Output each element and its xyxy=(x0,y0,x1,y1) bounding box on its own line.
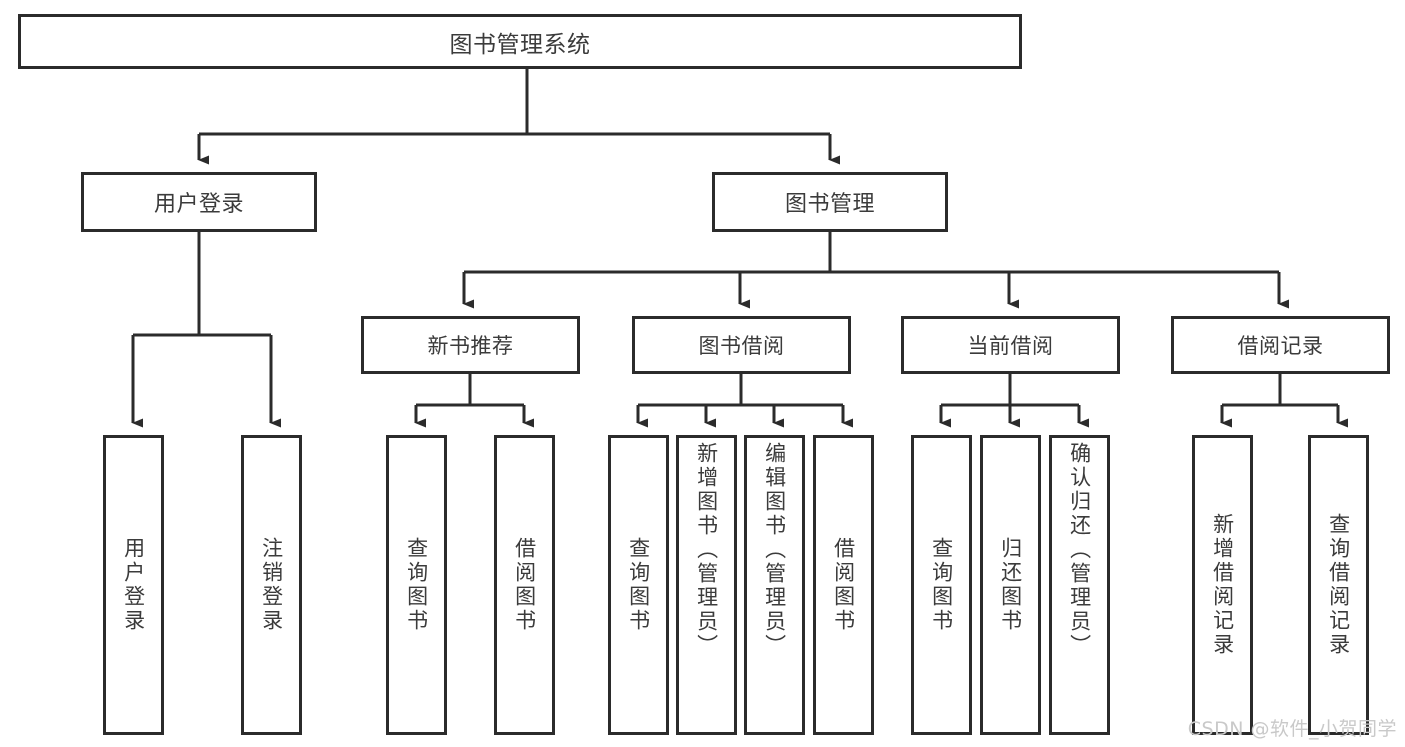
node-label: 借阅图书 xyxy=(512,537,537,633)
leaf-node-query-borrow-record[interactable]: 查询借阅记录 xyxy=(1308,435,1369,735)
leaf-node-add-borrow-record[interactable]: 新增借阅记录 xyxy=(1192,435,1253,735)
node-label: 注销登录 xyxy=(259,537,284,633)
leaf-node-logout-login[interactable]: 注销登录 xyxy=(241,435,302,735)
node-label: 图书管理 xyxy=(784,192,875,217)
node-label: 查询借阅记录 xyxy=(1326,513,1351,657)
node-book-management[interactable]: 图书管理 xyxy=(712,172,948,232)
node-label: 图书管理系统 xyxy=(449,31,591,58)
watermark-text: CSDN @软件_小贺同学 xyxy=(1187,718,1397,740)
node-user-login[interactable]: 用户登录 xyxy=(81,172,317,232)
node-label: 新书推荐 xyxy=(427,334,514,358)
leaf-node-query-book-current[interactable]: 查询图书 xyxy=(911,435,972,735)
node-current-borrow[interactable]: 当前借阅 xyxy=(901,316,1120,374)
node-label: 用户登录 xyxy=(153,192,244,217)
leaf-node-query-book-borrow[interactable]: 查询图书 xyxy=(608,435,669,735)
node-label: 确认归还（管理员） xyxy=(1067,442,1092,658)
node-label: 编辑图书（管理员） xyxy=(762,442,787,658)
node-label: 归还图书 xyxy=(998,537,1023,633)
node-label: 查询图书 xyxy=(404,537,429,633)
leaf-node-add-book-admin[interactable]: 新增图书（管理员） xyxy=(676,435,737,735)
node-label: 新增借阅记录 xyxy=(1210,513,1235,657)
node-label: 新增图书（管理员） xyxy=(694,442,719,658)
node-label: 用户登录 xyxy=(121,537,146,633)
node-label: 当前借阅 xyxy=(967,334,1054,358)
leaf-node-borrow-book-recommend[interactable]: 借阅图书 xyxy=(494,435,555,735)
node-label: 借阅记录 xyxy=(1237,334,1324,358)
node-label: 借阅图书 xyxy=(831,537,856,633)
leaf-node-borrow-book[interactable]: 借阅图书 xyxy=(813,435,874,735)
leaf-node-query-book-recommend[interactable]: 查询图书 xyxy=(386,435,447,735)
leaf-node-return-book[interactable]: 归还图书 xyxy=(980,435,1041,735)
node-borrow-record[interactable]: 借阅记录 xyxy=(1171,316,1390,374)
node-label: 查询图书 xyxy=(626,537,651,633)
node-label: 图书借阅 xyxy=(698,334,785,358)
node-label: 查询图书 xyxy=(929,537,954,633)
leaf-node-user-login[interactable]: 用户登录 xyxy=(103,435,164,735)
leaf-node-edit-book-admin[interactable]: 编辑图书（管理员） xyxy=(744,435,805,735)
leaf-node-confirm-return-admin[interactable]: 确认归还（管理员） xyxy=(1049,435,1110,735)
node-book-borrow[interactable]: 图书借阅 xyxy=(632,316,851,374)
node-new-book-recommend[interactable]: 新书推荐 xyxy=(361,316,580,374)
node-book-management-system[interactable]: 图书管理系统 xyxy=(18,14,1022,69)
